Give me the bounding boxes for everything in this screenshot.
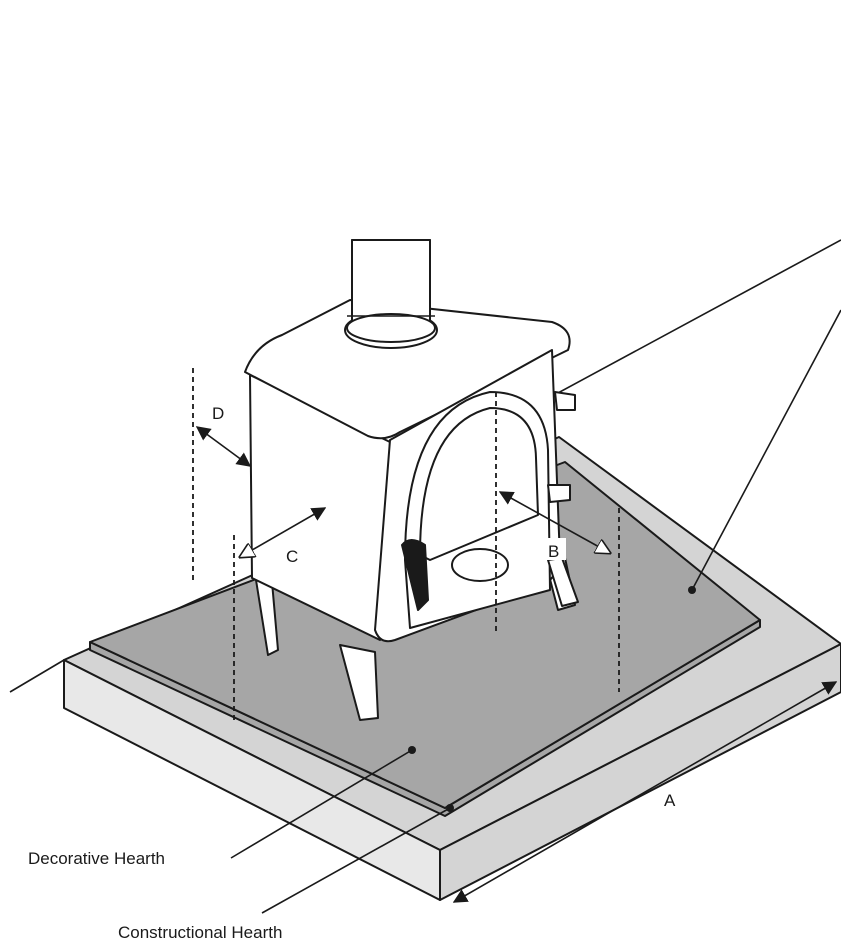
door-hinge-bottom (547, 484, 571, 503)
label-c: C (286, 547, 298, 566)
stove-leg-front-left (339, 644, 379, 721)
label-b: B (548, 542, 559, 561)
leader-dot-constructional-hearth (446, 804, 454, 812)
label-b-background (544, 538, 566, 560)
dimension-arrow-c (240, 508, 325, 557)
dimension-arrow-b (500, 491, 610, 553)
leader-constructional-hearth (261, 807, 451, 914)
wall-floor-line-right (544, 239, 841, 401)
leader-dot-decorative-hearth-right (688, 586, 696, 594)
label-d: D (212, 404, 224, 423)
label-decorative-hearth: Decorative Hearth (28, 849, 165, 868)
wall-floor-line-left (9, 659, 65, 693)
leader-decorative-hearth-right (691, 309, 841, 591)
label-a: A (664, 791, 676, 810)
stove-top-plate (244, 299, 571, 440)
flue-pipe-front (351, 239, 431, 327)
flue-collar-front (346, 313, 436, 343)
leader-decorative-hearth (230, 749, 413, 859)
door-hinge-top (554, 391, 576, 411)
label-constructional-hearth: Constructional Hearth (118, 923, 282, 942)
air-control-knob (451, 548, 509, 582)
door-handle (401, 539, 429, 611)
dimension-arrow-d (195, 426, 252, 467)
leader-dot-decorative-hearth (408, 746, 416, 754)
dimension-arrow-a (452, 681, 838, 903)
